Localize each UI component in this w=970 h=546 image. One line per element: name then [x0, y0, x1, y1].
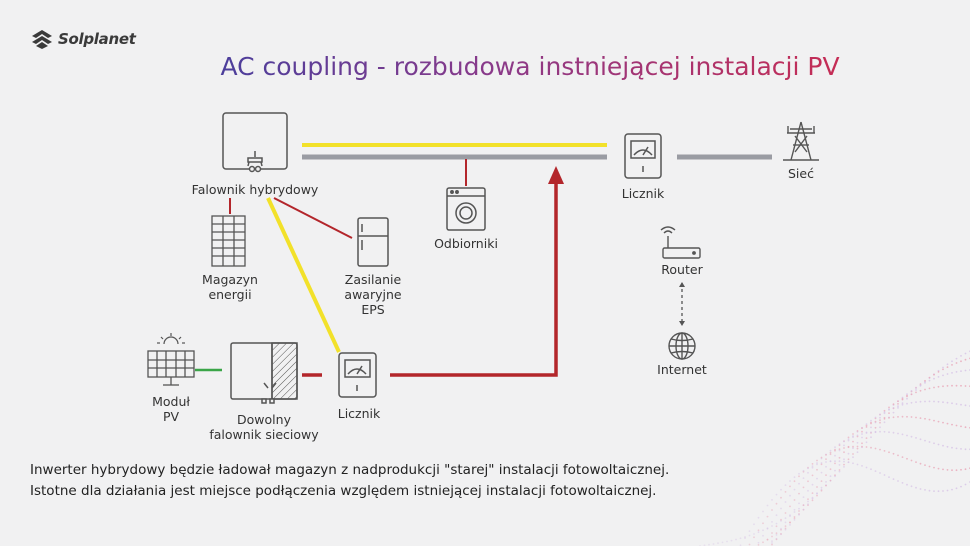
grid-inverter-icon[interactable] — [230, 342, 298, 404]
router-icon[interactable] — [660, 226, 701, 259]
internet-label: Internet — [657, 362, 707, 377]
meter-top-label: Licznik — [621, 186, 665, 201]
hybrid-inverter-label: Falownik hybrydowy — [191, 182, 319, 197]
loads-label: Odbiorniki — [434, 236, 498, 251]
meter-bottom-icon[interactable] — [338, 352, 377, 398]
ac-diagonal-line — [266, 197, 341, 353]
hybrid-inverter-icon[interactable] — [222, 112, 288, 173]
footer-text: Inwerter hybrydowy będzie ładował magazy… — [30, 460, 930, 502]
globe-icon[interactable] — [668, 332, 696, 360]
meter-bottom-label: Licznik — [337, 406, 381, 421]
sun-icon — [157, 333, 185, 345]
pylon-icon — [783, 121, 819, 161]
battery-icon[interactable] — [211, 215, 246, 267]
washing-machine-icon[interactable] — [446, 187, 486, 231]
feed-in-line — [390, 182, 558, 377]
fridge-icon[interactable] — [357, 217, 389, 267]
brand-name: Solplanet — [58, 30, 136, 48]
arrow-up-icon — [548, 166, 564, 184]
pv-module-label: Moduł PV — [152, 394, 190, 424]
meter-icon[interactable] — [624, 133, 662, 179]
link-arrow-down-icon — [679, 321, 685, 326]
eps-link-line — [273, 197, 353, 239]
footer-line-2: Istotne dla działania jest miejsce podłą… — [30, 483, 657, 499]
decorative-wave — [699, 350, 970, 546]
storage-label: Magazyn energii — [202, 272, 258, 302]
grid-inverter-label: Dowolny falownik sieciowy — [209, 412, 319, 442]
grid-label: Sieć — [788, 166, 814, 181]
router-label: Router — [661, 262, 703, 277]
brand-logo: Solplanet — [30, 28, 136, 50]
footer-line-1: Inwerter hybrydowy będzie ładował magazy… — [30, 462, 670, 478]
solplanet-logo-icon — [32, 30, 52, 49]
link-arrow-up-icon — [679, 282, 685, 287]
solar-panel-icon[interactable] — [147, 350, 195, 386]
page-title: AC coupling - rozbudowa instniejącej ins… — [150, 52, 910, 81]
eps-label: Zasilanie awaryjne EPS — [344, 272, 402, 317]
